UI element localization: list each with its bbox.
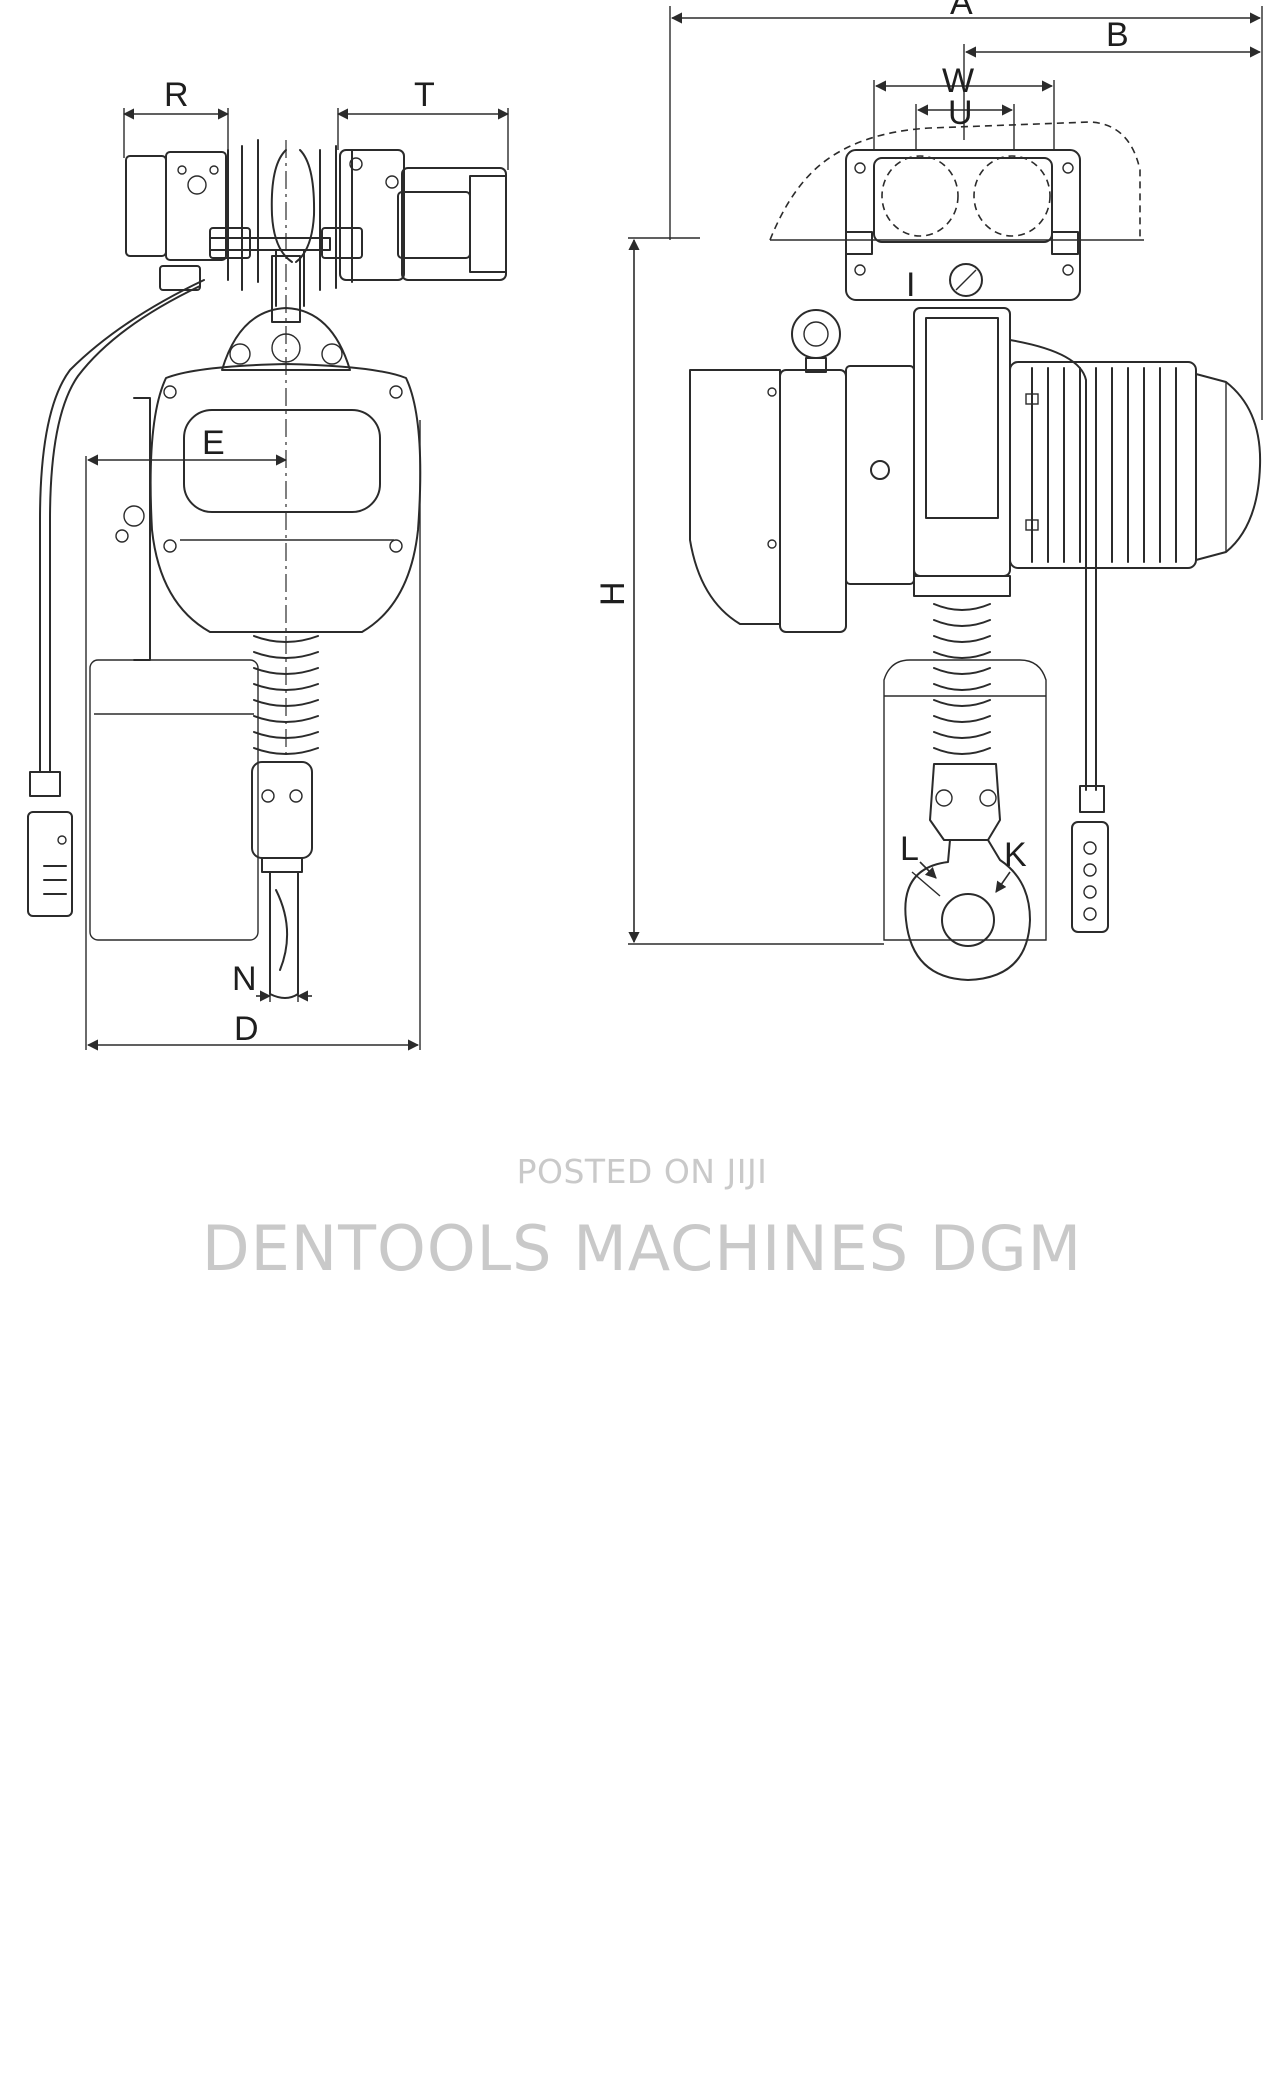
dim-label-d: D	[234, 1010, 259, 1048]
dim-label-r: R	[164, 76, 189, 114]
dim-label-i: I	[906, 266, 915, 304]
hoist-dimension-drawing: A B W U I H L K R T E N D	[27, 0, 1263, 1051]
chain-spring	[253, 635, 319, 755]
motor-cooling-fins	[1009, 361, 1197, 569]
dim-label-b: B	[1106, 16, 1129, 54]
watermark-posted-on: POSTED ON JIJI	[516, 1152, 768, 1191]
dim-label-l: L	[900, 830, 919, 868]
dim-label-h: H	[594, 581, 632, 606]
dim-label-a: A	[950, 0, 973, 22]
dim-label-u: U	[948, 94, 973, 132]
dim-label-t: T	[414, 76, 435, 114]
chain-spring-side	[933, 603, 991, 755]
dim-label-w: W	[942, 62, 974, 100]
dim-label-n: N	[232, 960, 257, 998]
dim-label-e: E	[202, 424, 225, 462]
dim-label-k: K	[1004, 836, 1027, 874]
side-view-hoist	[628, 6, 1263, 981]
watermark-seller-name: DENTOOLS MACHINES DGM	[201, 1212, 1083, 1285]
front-view-hoist	[27, 108, 510, 1051]
